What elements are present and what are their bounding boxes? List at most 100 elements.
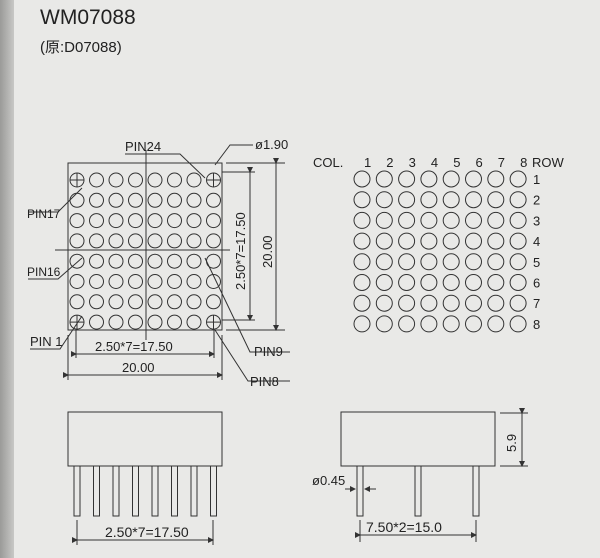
- schematic-dot: [353, 294, 371, 312]
- schematic-dot: [442, 253, 460, 271]
- schematic-dot: [420, 274, 438, 291]
- led-dot: [167, 294, 182, 310]
- schematic-dot: [420, 191, 438, 209]
- led-dot: [167, 253, 182, 269]
- pin1-label: PIN 1: [30, 334, 63, 349]
- col-number: 5: [453, 155, 460, 170]
- schematic-dot: [398, 274, 416, 291]
- model-title: WM07088: [40, 6, 136, 29]
- led-dot: [128, 253, 143, 269]
- led-dot: [128, 172, 143, 188]
- original-model: (原:D07088): [40, 39, 122, 56]
- schematic-dot: [375, 211, 393, 229]
- led-dot: [89, 233, 104, 249]
- led-dot: [147, 213, 163, 229]
- pin17-label: PIN17: [27, 207, 61, 221]
- led-dot: [167, 274, 182, 289]
- col-number: 8: [520, 155, 527, 170]
- height-dim-end: 5.9: [504, 434, 519, 452]
- row-number: 5: [533, 255, 540, 270]
- pin: [151, 465, 159, 517]
- schematic-dot: [509, 232, 527, 250]
- schematic-dot: [487, 170, 505, 188]
- schematic-dot: [420, 315, 438, 333]
- schematic-dot: [375, 253, 393, 271]
- schematic-dot: [375, 191, 393, 209]
- col-number: 7: [498, 155, 505, 170]
- led-dot: [147, 274, 163, 289]
- led-dot: [108, 294, 124, 310]
- schematic-dot: [465, 274, 482, 291]
- led-dot: [89, 172, 104, 188]
- row-number: 4: [533, 234, 540, 249]
- led-dot: [206, 294, 221, 310]
- pin24-label: PIN24: [125, 139, 161, 154]
- schematic-dot: [353, 253, 371, 271]
- led-dot: [186, 172, 202, 188]
- schematic-dot: [420, 294, 438, 312]
- schematic-dot: [465, 232, 482, 250]
- led-dot: [128, 233, 143, 249]
- led-dot: [186, 294, 202, 310]
- schematic-dot: [465, 170, 482, 188]
- schematic-dot: [509, 253, 527, 271]
- schematic-dot: [487, 253, 505, 271]
- schematic-dot: [375, 315, 393, 333]
- col-label: COL.: [313, 155, 343, 170]
- schematic-dot: [509, 211, 527, 229]
- schematic-dot: [487, 232, 505, 250]
- led-dot: [108, 213, 124, 229]
- led-dot: [69, 233, 85, 249]
- schematic-dot: [353, 191, 371, 209]
- led-dot: [206, 213, 221, 229]
- schematic-dot: [398, 211, 416, 229]
- led-dot: [128, 294, 143, 310]
- led-dot: [69, 253, 85, 269]
- pin9-label: PIN9: [254, 344, 283, 359]
- led-dot: [128, 192, 143, 208]
- front-view: [28, 144, 290, 382]
- schematic-dot: [420, 211, 438, 229]
- schematic-dot: [509, 274, 527, 291]
- schematic-dot: [465, 191, 482, 209]
- schematic-dot: [442, 232, 460, 250]
- col-number: 3: [409, 155, 416, 170]
- led-dot: [167, 233, 182, 249]
- led-dot: [89, 274, 104, 289]
- schematic-dot: [353, 274, 371, 291]
- pin16-label: PIN16: [27, 265, 61, 279]
- schematic-dot: [353, 232, 371, 250]
- schematic-dot: [509, 294, 527, 312]
- schematic-dot: [398, 253, 416, 271]
- pitch-vertical: 2.50*7=17.50: [233, 212, 248, 290]
- led-dot: [108, 192, 124, 208]
- schematic-dot: [420, 232, 438, 250]
- led-dot: [128, 314, 143, 330]
- row-number: 6: [533, 276, 540, 291]
- schematic-dot: [375, 274, 393, 291]
- pitch-horizontal: 2.50*7=17.50: [95, 339, 173, 354]
- led-dot: [108, 314, 124, 330]
- schematic-dot: [487, 315, 505, 333]
- schematic-dot: [487, 294, 505, 312]
- schematic-dot: [398, 170, 416, 188]
- schematic-dot: [465, 294, 482, 312]
- led-dot: [89, 294, 104, 310]
- schematic-dot: [375, 294, 393, 312]
- led-dot: [69, 192, 85, 208]
- led-dot: [167, 192, 182, 208]
- schematic-dot: [398, 232, 416, 250]
- led-dot: [108, 172, 124, 188]
- pin8-label: PIN8: [250, 374, 279, 389]
- schematic-dot: [509, 315, 527, 333]
- led-dot: [128, 274, 143, 289]
- schematic-dot: [442, 315, 460, 333]
- led-dot: [89, 213, 104, 229]
- schematic-dot: [442, 170, 460, 188]
- led-dot: [186, 314, 202, 330]
- led-dot: [108, 253, 124, 269]
- led-dot: [147, 172, 163, 188]
- led-dot: [206, 192, 221, 208]
- schematic-dot: [487, 191, 505, 209]
- led-dot: [89, 314, 104, 330]
